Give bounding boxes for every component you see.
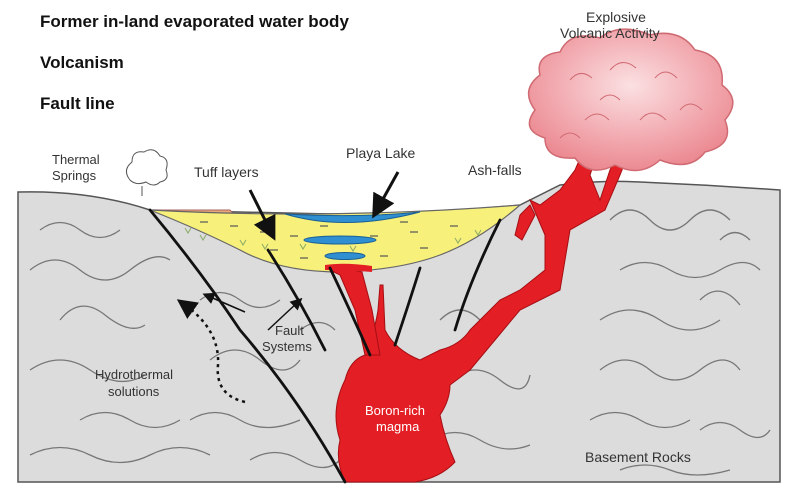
thermal-spring-icon: [126, 150, 167, 196]
small-lake: [304, 236, 376, 244]
label-tuff-layers: Tuff layers: [194, 164, 259, 180]
explosive-cloud: [529, 29, 733, 170]
small-lake-2: [325, 253, 365, 260]
label-basement-rocks: Basement Rocks: [585, 449, 691, 465]
label-thermal: Thermal: [52, 152, 100, 167]
label-magma: magma: [376, 419, 420, 434]
label-solutions: solutions: [108, 384, 160, 399]
label-volcanic-activity: Volcanic Activity: [560, 25, 660, 41]
label-playa-lake: Playa Lake: [346, 145, 415, 161]
label-springs: Springs: [52, 168, 97, 183]
label-boron-rich: Boron-rich: [365, 403, 425, 418]
label-systems: Systems: [262, 339, 312, 354]
label-ash-falls: Ash-falls: [468, 162, 522, 178]
label-explosive: Explosive: [586, 9, 646, 25]
label-fault: Fault: [275, 323, 304, 338]
label-hydrothermal: Hydrothermal: [95, 367, 173, 382]
